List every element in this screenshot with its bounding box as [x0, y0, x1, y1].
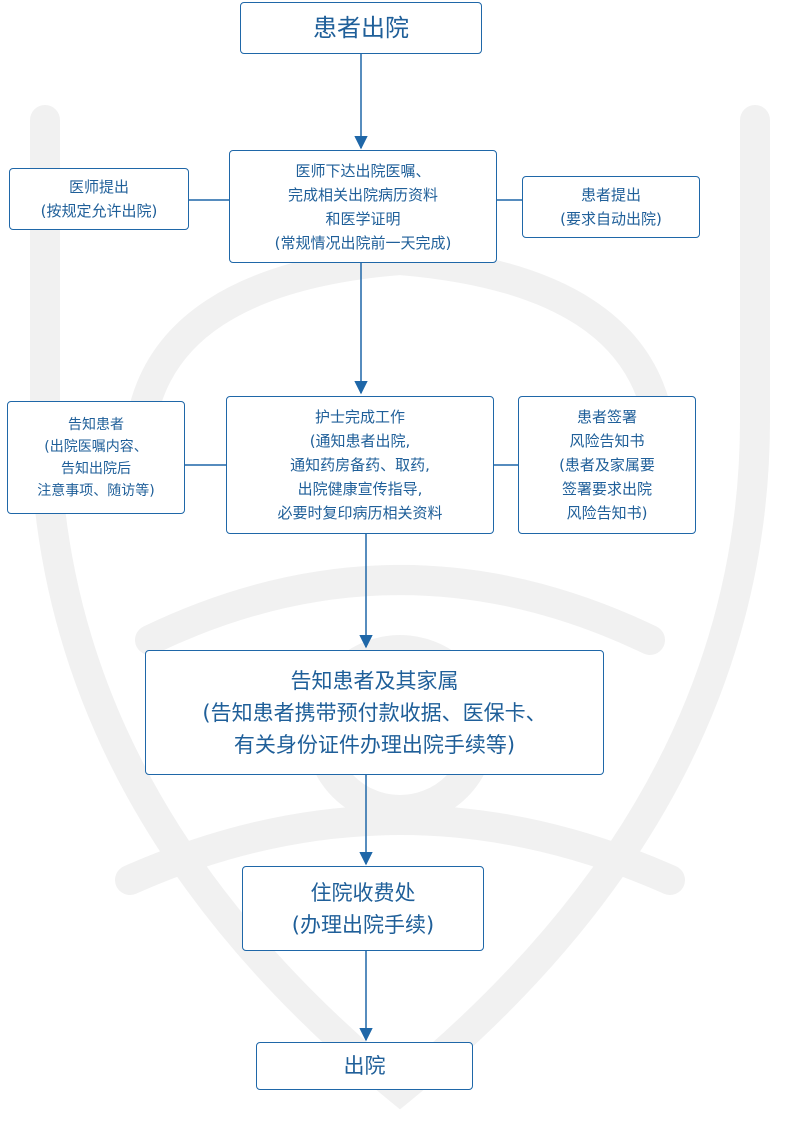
- node-text: (通知患者出院,: [309, 432, 411, 450]
- node-cashier: 住院收费处 (办理出院手续): [242, 866, 484, 951]
- node-text: 住院收费处: [310, 880, 416, 905]
- node-text: 告知患者: [68, 416, 124, 433]
- node-text: (患者及家属要: [559, 456, 655, 474]
- connectors: [185, 54, 522, 1042]
- node-text: 完成相关出院病历资料: [287, 185, 438, 204]
- node-patient-proposes: 患者提出 (要求自动出院): [522, 176, 700, 238]
- node-text: 告知患者及其家属: [290, 668, 459, 693]
- node-text: 注意事项、随访等): [37, 482, 155, 499]
- node-text: 患者出院: [313, 14, 409, 42]
- node-text: (告知患者携带预付款收据、医保卡、: [202, 700, 547, 725]
- node-text: 出院健康宣传指导,: [297, 480, 423, 498]
- node-text: (按规定允许出院): [40, 202, 158, 220]
- node-text: 风险告知书): [566, 504, 648, 522]
- node-patient-signs: 患者签署 风险告知书 (患者及家属要 签署要求出院 风险告知书): [518, 396, 696, 534]
- node-text: (出院医嘱内容、: [44, 438, 148, 455]
- node-text: 和医学证明: [325, 209, 401, 228]
- node-text: (常规情况出院前一天完成): [274, 233, 452, 252]
- node-text: 风险告知书: [569, 432, 645, 450]
- node-inform-family: 告知患者及其家属 (告知患者携带预付款收据、医保卡、 有关身份证件办理出院手续等…: [145, 650, 604, 775]
- node-patient-discharge: 患者出院: [240, 2, 482, 54]
- node-text: 通知药房备药、取药,: [290, 456, 430, 474]
- node-nurse-work: 护士完成工作 (通知患者出院, 通知药房备药、取药, 出院健康宣传指导, 必要时…: [226, 396, 494, 534]
- node-text: (办理出院手续): [291, 912, 435, 937]
- node-text: 出院: [343, 1054, 386, 1078]
- node-text: 医师提出: [68, 178, 129, 196]
- node-text: 有关身份证件办理出院手续等): [233, 732, 516, 757]
- node-text: 患者提出: [580, 186, 641, 204]
- node-inform-patient: 告知患者 (出院医嘱内容、 告知出院后 注意事项、随访等): [7, 401, 185, 514]
- node-text: 护士完成工作: [314, 408, 405, 426]
- node-doctor-orders: 医师下达出院医嘱、 完成相关出院病历资料 和医学证明 (常规情况出院前一天完成): [229, 150, 497, 263]
- node-text: 必要时复印病历相关资料: [277, 504, 443, 522]
- node-discharged: 出院: [256, 1042, 473, 1090]
- node-text: 签署要求出院: [561, 480, 652, 498]
- node-text: 医师下达出院医嘱、: [295, 161, 431, 180]
- node-text: 告知出院后: [61, 460, 131, 477]
- node-doctor-proposes: 医师提出 (按规定允许出院): [9, 168, 189, 230]
- node-text: (要求自动出院): [560, 210, 662, 228]
- node-text: 患者签署: [576, 408, 637, 426]
